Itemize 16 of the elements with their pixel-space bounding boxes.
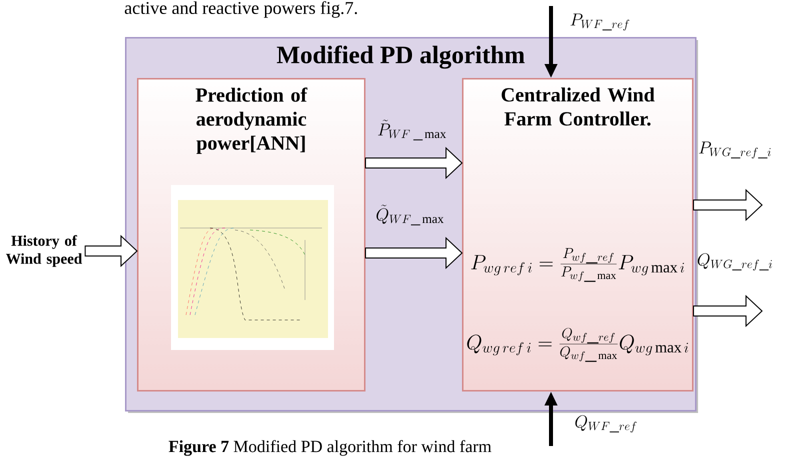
block-arrow	[365, 236, 463, 270]
text-fragment: active and reactive powers fig.7.	[124, 1, 357, 18]
block-arrow	[693, 294, 763, 328]
input-label: History of Wind speed	[6, 235, 82, 267]
edge-label: $Q_{WF\_ref}$	[575, 415, 636, 432]
edge-label: $P_{WF\_ref}$	[570, 14, 630, 30]
edge-label: $\tilde{Q}_{WF\_\max}$	[376, 204, 444, 226]
block-arrow	[365, 146, 463, 180]
block-arrow	[84, 234, 138, 268]
edge-label: $Q_{WG\_ref\_i}$	[698, 253, 772, 270]
formula: $P_{wg\,ref\,i}=\frac{P_{wf\_ref}}{P_{wf\_\max}}P_{wg\max i}$	[471, 248, 684, 282]
formula: $Q_{wg\,ref\,i}=\frac{Q_{wf\_ref}}{Q_{wf\_\max}}Q_{wg\max i}$	[467, 328, 688, 362]
block-arrow	[693, 188, 763, 222]
caption: Figure 7 Modified PD algorithm for wind farm	[168, 440, 492, 456]
edge-label: $\tilde{P}_{WF\;\_\max}$	[378, 120, 446, 140]
edge-label: $P_{WG\_ref\_i}$	[699, 142, 771, 158]
